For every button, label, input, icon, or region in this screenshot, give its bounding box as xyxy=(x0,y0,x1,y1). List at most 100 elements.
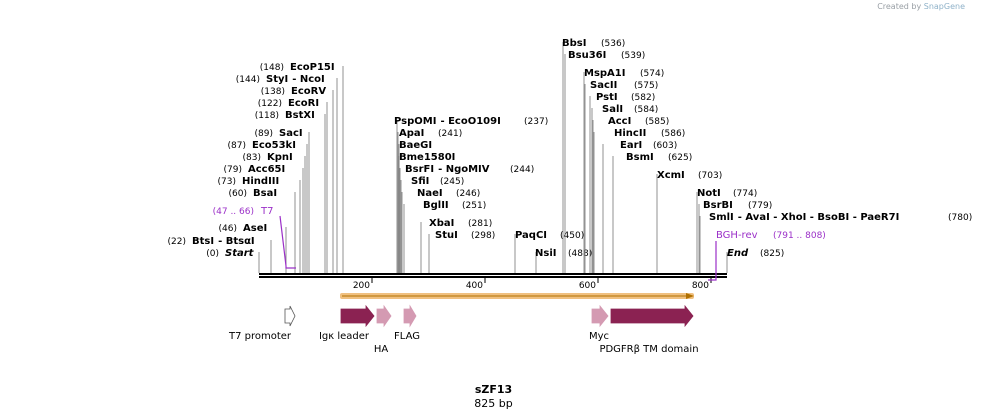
enzyme-site-noti[interactable]: NotI(774) xyxy=(696,188,757,273)
feature-label: Igκ leader xyxy=(319,331,370,342)
enzyme-site-styi[interactable]: StyI- NcoI(144) xyxy=(236,74,338,273)
enzyme-site-paqci[interactable]: PaqCI(450) xyxy=(514,230,584,273)
primer-position: (47 .. 66) xyxy=(213,207,254,217)
enzyme-position: (87) xyxy=(228,141,246,151)
enzyme-name: PstI xyxy=(596,92,618,103)
enzyme-site-end[interactable]: End (825) xyxy=(726,248,784,273)
feature-flag[interactable]: FLAG xyxy=(394,304,420,342)
enzyme-site-bsrfi[interactable]: BsrFI - NgoMIV (244) xyxy=(399,164,534,273)
ruler-tick-label: 600 xyxy=(579,281,596,291)
enzyme-site-mspa1i[interactable]: MspA1I(574) xyxy=(583,68,664,273)
enzyme-site-hindiii[interactable]: HindIII(73) xyxy=(218,176,301,273)
enzyme-site-smli[interactable]: SmlI- AvaI - XhoI - BsoBI - PaeR7I(780) xyxy=(699,212,972,273)
enzyme-position: (60) xyxy=(229,189,247,199)
enzyme-name: End xyxy=(727,248,749,259)
enzyme-site-ecorv[interactable]: EcoRV(138) xyxy=(261,86,334,273)
enzyme-position: (0) xyxy=(206,249,219,259)
enzyme-site-psti[interactable]: PstI(582) xyxy=(589,92,655,273)
enzyme-name: Eco53kI xyxy=(252,140,296,151)
enzyme-position: (241) xyxy=(438,129,462,139)
feature-arrow xyxy=(340,304,375,328)
enzyme-site-bme1580i[interactable]: Bme1580I xyxy=(398,152,455,273)
enzyme-site-btsi[interactable]: BtsI- BtsαI(22) xyxy=(168,236,272,273)
orf-arrow[interactable] xyxy=(340,293,694,299)
enzyme-site-bsrbi[interactable]: BsrBI(779) xyxy=(698,200,772,273)
feature-ha[interactable]: HA xyxy=(374,304,392,355)
enzyme-site-eco53ki[interactable]: Eco53kI (87) xyxy=(228,140,308,273)
feature-ig-leader[interactable]: Igκ leader xyxy=(319,304,375,342)
enzyme-name: EarI xyxy=(620,140,642,151)
enzyme-isoschizomers: - AvaI - XhoI - BsoBI - PaeR7I xyxy=(738,212,900,223)
feature-pdgfr-tm-domain[interactable]: PDGFRβ TM domain xyxy=(599,304,699,355)
enzyme-name: SalI xyxy=(602,104,623,115)
primer-arrow xyxy=(279,215,296,269)
enzyme-position: (22) xyxy=(168,237,186,247)
enzyme-site-stui[interactable]: StuI(298) xyxy=(428,230,495,273)
enzyme-site-pspomi[interactable]: PspOMI- EcoO109I(237) xyxy=(394,116,548,273)
enzyme-site-hincii[interactable]: HincII(586) xyxy=(593,128,685,273)
enzyme-position: (536) xyxy=(601,39,625,49)
enzyme-name: BaeGI xyxy=(399,140,432,151)
enzyme-name: BsrFI xyxy=(405,164,434,175)
enzyme-position: (603) xyxy=(653,141,677,151)
enzyme-name: AseI xyxy=(243,223,267,234)
enzyme-position: (144) xyxy=(236,75,260,85)
enzyme-name: NaeI xyxy=(417,188,443,199)
snapgene-logo: SnapGene xyxy=(923,2,965,11)
enzyme-name: SmlI xyxy=(709,212,734,223)
enzyme-position: (779) xyxy=(748,201,772,211)
feature-myc[interactable]: Myc xyxy=(589,304,609,342)
enzyme-site-bbsi[interactable]: BbsI(536) xyxy=(562,38,625,273)
enzyme-position: (246) xyxy=(456,189,480,199)
enzyme-position: (825) xyxy=(760,249,784,259)
enzyme-site-naei[interactable]: NaeI (246) xyxy=(401,188,480,273)
enzyme-name: BglII xyxy=(423,200,449,211)
enzyme-position: (298) xyxy=(471,231,495,241)
enzyme-name: SacII xyxy=(590,80,617,91)
enzyme-site-sali[interactable]: SalI(584) xyxy=(591,104,658,273)
enzyme-site-acci[interactable]: AccI (585) xyxy=(592,116,669,273)
enzyme-site-sfii[interactable]: SfiI(245) xyxy=(400,176,464,273)
enzyme-position: (586) xyxy=(661,129,685,139)
primer-t7[interactable]: T7 (47 .. 66) xyxy=(213,206,296,269)
enzyme-position: (138) xyxy=(261,87,285,97)
feature-t7-promoter[interactable]: T7 promoter xyxy=(228,305,296,342)
enzyme-site-acc65i[interactable]: Acc65I(79) xyxy=(224,164,304,273)
enzyme-position: (122) xyxy=(258,99,282,109)
enzyme-site-kpni[interactable]: KpnI(83) xyxy=(243,152,306,273)
enzyme-site-sacii[interactable]: SacII(575) xyxy=(584,80,658,273)
enzyme-site-xbai[interactable]: XbaI(281) xyxy=(420,218,492,273)
enzyme-site-eari[interactable]: EarI (603) xyxy=(602,140,677,273)
enzyme-position: (83) xyxy=(243,153,261,163)
enzyme-name: Bme1580I xyxy=(399,152,455,163)
primer-name: BGH-rev xyxy=(716,230,758,241)
feature-arrow xyxy=(376,304,392,328)
enzyme-site-ecop15i[interactable]: EcoP15I(148) xyxy=(260,62,344,273)
enzyme-name: Bsu36I xyxy=(568,50,606,61)
enzyme-site-saci[interactable]: SacI(89) xyxy=(255,128,310,273)
ruler-tick-label: 400 xyxy=(466,281,483,291)
enzyme-name: Start xyxy=(225,248,255,259)
enzyme-site-start[interactable]: Start (0) xyxy=(206,248,260,273)
enzyme-position: (73) xyxy=(218,177,236,187)
enzyme-site-bsmi[interactable]: BsmI(625) xyxy=(612,152,692,273)
primer-bgh-rev[interactable]: BGH-rev(791 .. 808) xyxy=(708,230,826,281)
enzyme-position: (244) xyxy=(510,165,534,175)
enzyme-site-apai[interactable]: ApaI(241) xyxy=(397,128,462,273)
enzyme-site-bsai[interactable]: BsaI (60) xyxy=(229,188,296,273)
enzyme-site-nsii[interactable]: NsiI(488) xyxy=(535,248,592,273)
enzyme-name: BsaI xyxy=(253,188,277,199)
enzyme-name: EcoRI xyxy=(288,98,319,109)
enzyme-name: BstXI xyxy=(285,110,315,121)
enzyme-position: (585) xyxy=(645,117,669,127)
enzyme-isoschizomers: - NgoMIV xyxy=(438,164,490,175)
enzyme-name: AccI xyxy=(608,116,631,127)
primer-name: T7 xyxy=(260,206,273,217)
enzyme-site-bsu36i[interactable]: Bsu36I(539) xyxy=(564,50,645,273)
enzyme-site-xcmi[interactable]: XcmI(703) xyxy=(656,170,722,273)
enzyme-position: (79) xyxy=(224,165,242,175)
enzyme-site-bstxi[interactable]: BstXI(118) xyxy=(255,110,326,273)
enzyme-site-ecori[interactable]: EcoRI (122) xyxy=(258,98,328,273)
enzyme-position: (251) xyxy=(462,201,486,211)
enzyme-site-bglii[interactable]: BglII (251) xyxy=(403,200,486,273)
